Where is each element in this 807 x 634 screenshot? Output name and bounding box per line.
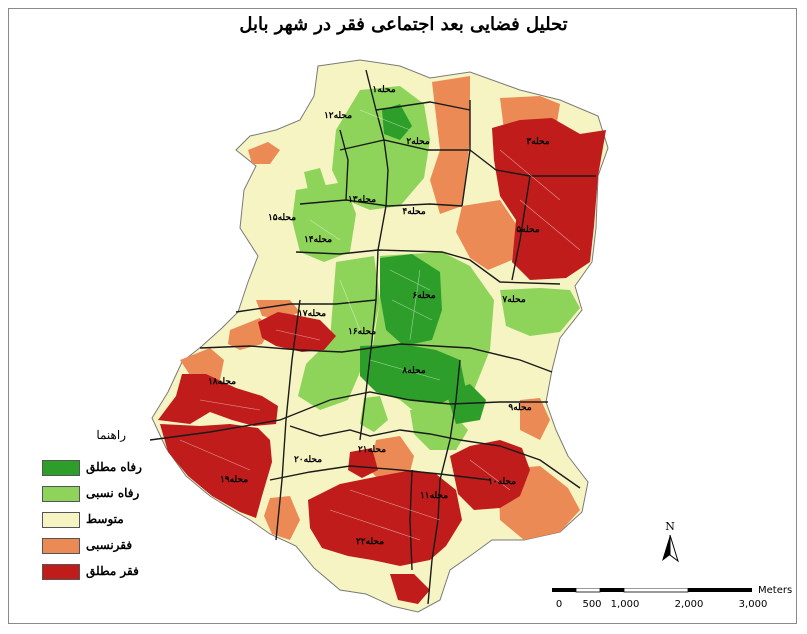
neighborhood-label: محله۷ xyxy=(501,294,525,305)
neighborhood-label: محله۱۴ xyxy=(304,234,332,245)
legend-item: رفاه مطلق xyxy=(42,458,162,484)
legend-label: رفاه مطلق xyxy=(86,460,142,474)
neighborhood-label: محله۲۱ xyxy=(358,444,386,455)
legend-label: رفاه نسبی xyxy=(86,486,140,500)
neighborhood-label: محله۵ xyxy=(516,224,539,235)
legend-swatch xyxy=(42,564,80,580)
neighborhood-label: محله۴ xyxy=(402,206,425,217)
scale-tick-label: 1,000 xyxy=(610,599,640,610)
neighborhood-label: محله۱۶ xyxy=(348,326,376,337)
north-label: N xyxy=(665,520,675,533)
neighborhood-label: محله۸ xyxy=(401,365,425,376)
neighborhood-label: محله۹ xyxy=(508,402,531,413)
neighborhood-label: محله۱۳ xyxy=(348,194,376,205)
neighborhood-labels: محله۱ محله۲ محله۳ محله۴ محله۵ محله۶ محله… xyxy=(208,84,550,547)
neighborhood-label: محله۱۱ xyxy=(420,490,448,501)
legend-item: رفاه نسبی xyxy=(42,484,162,510)
north-arrow: N xyxy=(660,520,680,567)
scale-unit: Meters xyxy=(758,585,793,596)
neighborhood-label: محله۱۰ xyxy=(488,476,516,487)
legend-item: فقر مطلق xyxy=(42,562,162,588)
legend-title: راهنما xyxy=(96,428,126,442)
legend-item: متوسط xyxy=(42,510,162,536)
legend-swatch xyxy=(42,486,80,502)
neighborhood-label: محله۱۲ xyxy=(324,110,352,121)
scale-tick-label: 2,000 xyxy=(674,599,704,610)
scale-bar-graphic xyxy=(552,588,752,593)
neighborhood-label: محله۱۹ xyxy=(220,474,248,485)
legend-label: متوسط xyxy=(86,512,124,526)
legend-label: فقر مطلق xyxy=(86,564,139,578)
neighborhood-label: محله۱۷ xyxy=(298,308,326,319)
neighborhood-label: محله۲۲ xyxy=(356,536,384,547)
scale-tick-label: 0 xyxy=(555,599,563,610)
scale-tick-label: 3,000 xyxy=(738,599,768,610)
legend-swatch xyxy=(42,512,80,528)
legend-swatch xyxy=(42,538,80,554)
neighborhood-label: محله۲۰ xyxy=(294,454,322,465)
neighborhood-label: محله۳ xyxy=(526,136,549,147)
legend-swatch xyxy=(42,460,80,476)
neighborhood-label: محله۲ xyxy=(406,136,429,147)
neighborhood-label: محله۱ xyxy=(372,84,395,95)
map-legend: راهنما رفاه مطلق رفاه نسبی متوسط فقرنسبی… xyxy=(42,428,162,588)
scale-tick-label: 500 xyxy=(582,599,602,610)
neighborhood-label: محله۶ xyxy=(412,290,435,301)
neighborhood-label: محله۱۸ xyxy=(208,376,236,387)
neighborhood-boundaries xyxy=(149,69,596,605)
north-arrow-icon xyxy=(662,534,679,563)
neighborhood-label: محله۱۵ xyxy=(268,212,296,223)
map-title: تحلیل فضایی بعد اجتماعی فقر در شهر بابل xyxy=(239,14,568,35)
legend-item: فقرنسبی xyxy=(42,536,162,562)
legend-label: فقرنسبی xyxy=(86,538,133,552)
street-texture xyxy=(179,109,581,541)
scale-bar: Meters 0 500 1,000 2,000 3,000 xyxy=(552,585,792,618)
